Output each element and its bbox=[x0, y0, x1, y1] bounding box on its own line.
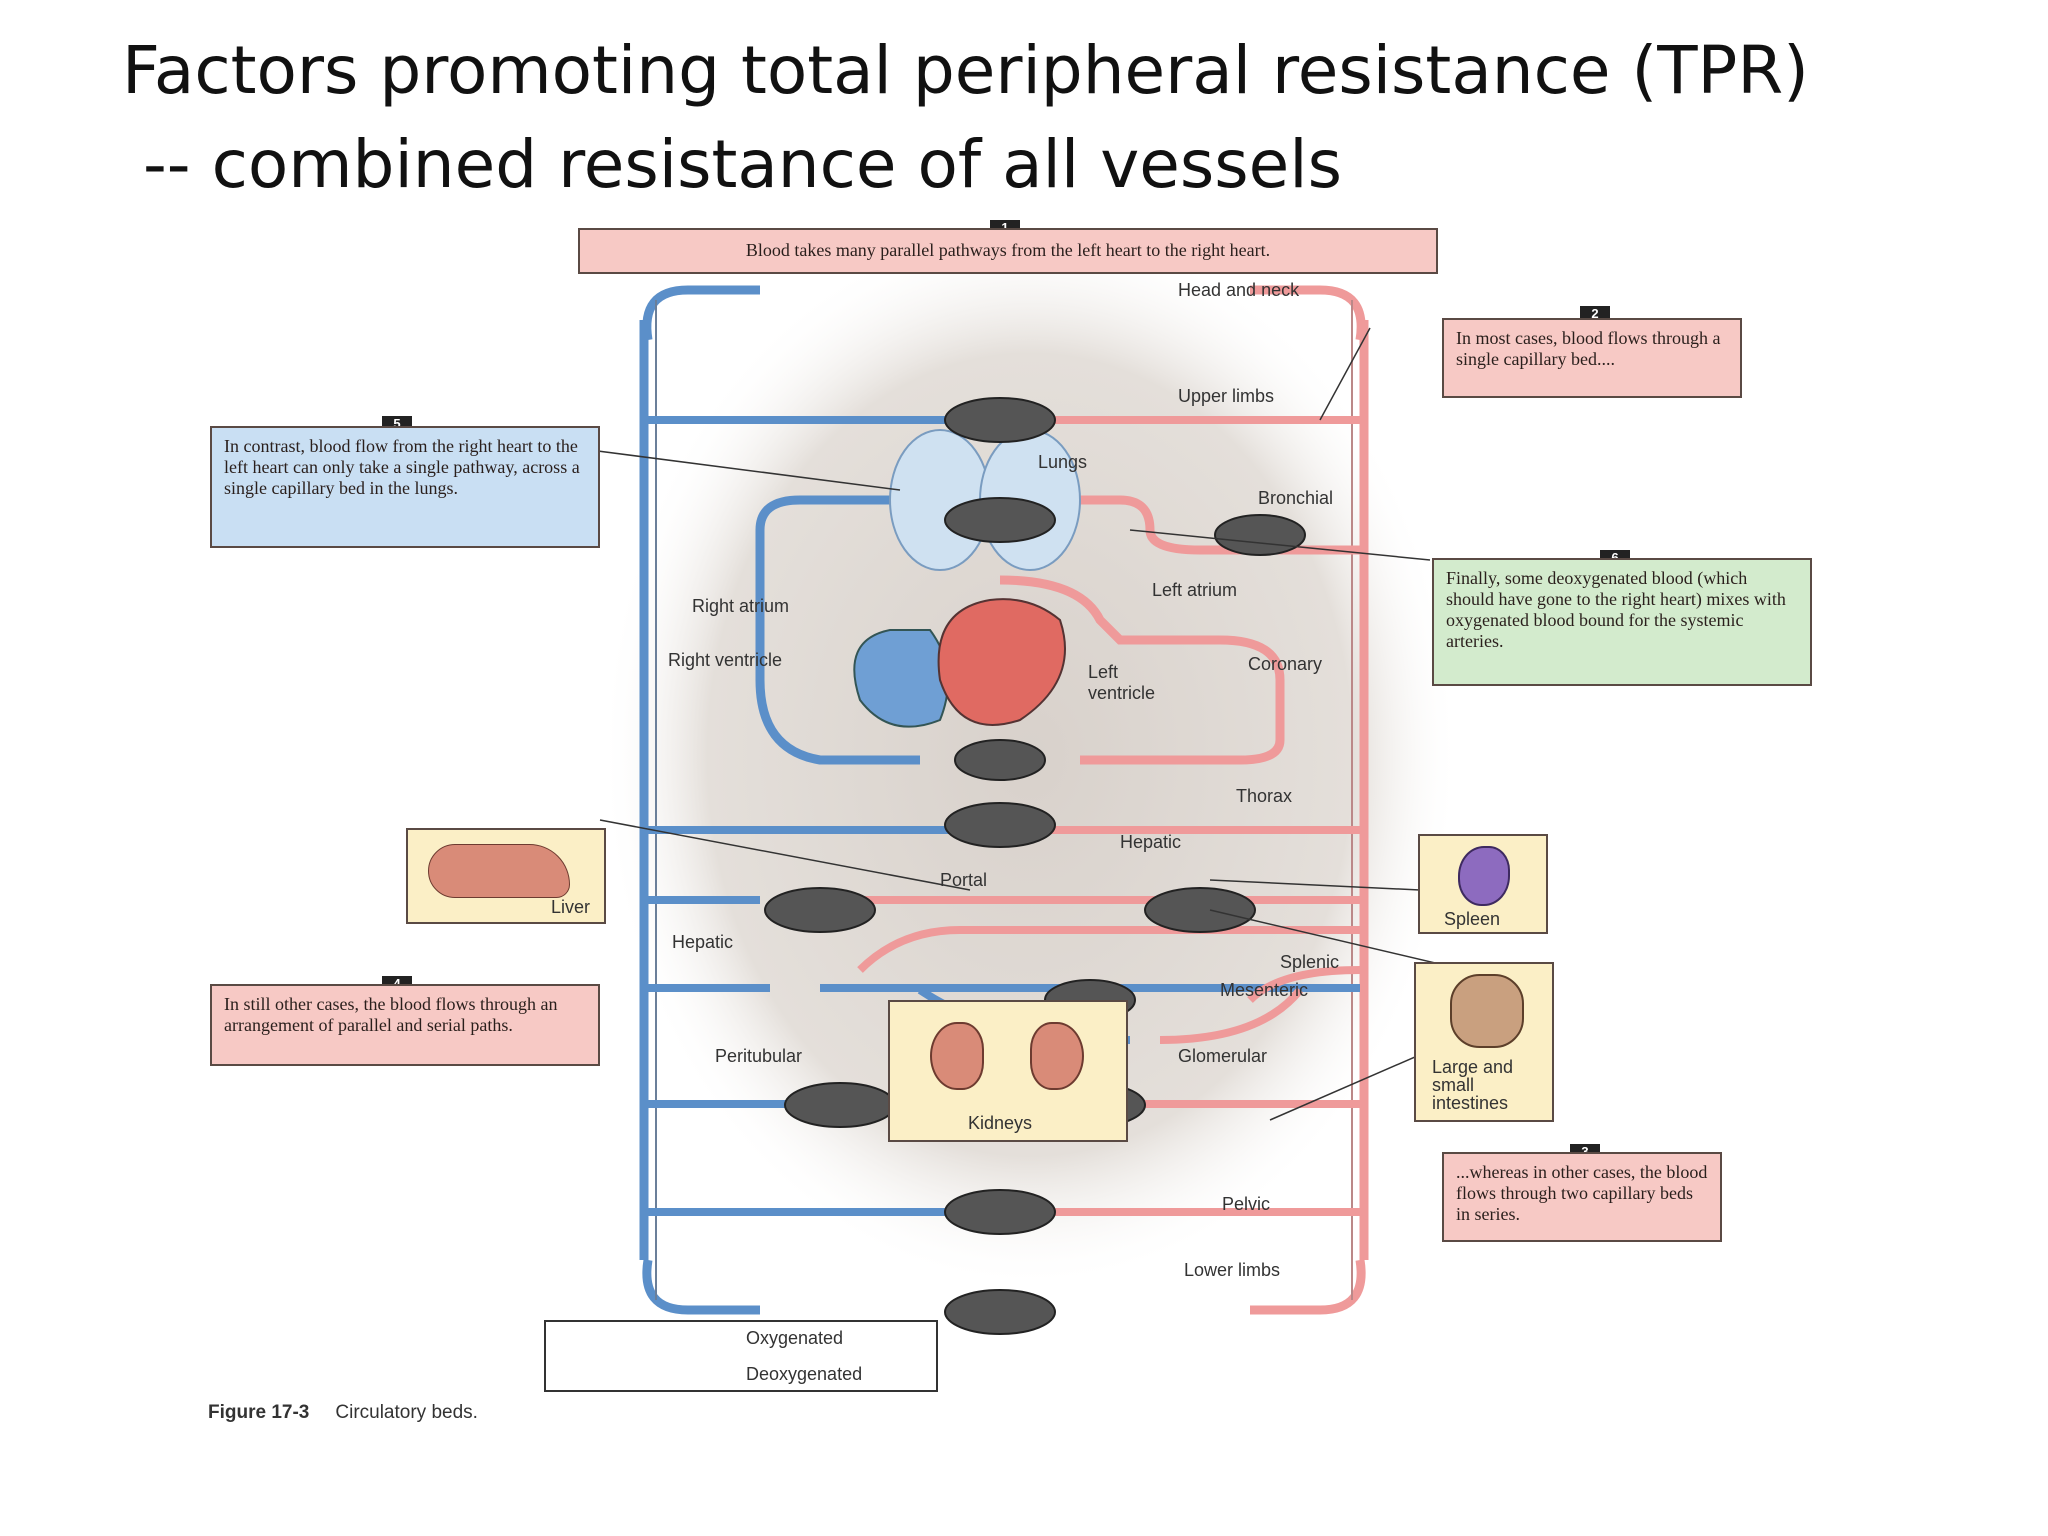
legend-oxygenated: Oxygenated bbox=[746, 1328, 844, 1348]
label-head-neck: Head and neck bbox=[1178, 280, 1300, 300]
right-kidney-icon bbox=[1030, 1022, 1084, 1090]
callout-6: Finally, some deoxygenated blood (which … bbox=[1432, 558, 1812, 686]
title-line-2: -- combined resistance of all vessels bbox=[122, 126, 1342, 203]
label-thorax: Thorax bbox=[1236, 786, 1293, 806]
label-right-atrium: Right atrium bbox=[692, 596, 790, 616]
label-spleen: Spleen bbox=[1444, 909, 1501, 929]
figure-caption-text: Circulatory beds. bbox=[335, 1402, 478, 1423]
label-bronchial: Bronchial bbox=[1258, 488, 1334, 508]
liver-panel: Liver bbox=[406, 828, 606, 924]
heart-lungs bbox=[755, 429, 1360, 765]
label-kidneys: Kidneys bbox=[968, 1113, 1033, 1133]
left-kidney-icon bbox=[930, 1022, 984, 1090]
label-left-atrium: Left atrium bbox=[1152, 580, 1238, 600]
label-glomerular: Glomerular bbox=[1178, 1046, 1268, 1066]
spleen-panel: Spleen bbox=[1418, 834, 1548, 934]
callout-2: In most cases, blood flows through a sin… bbox=[1442, 318, 1742, 398]
circulation-diagram bbox=[580, 220, 1551, 1378]
figure-caption: Figure 17-3 Circulatory beds. bbox=[208, 1402, 478, 1424]
circulatory-beds-figure: 1 Blood takes many parallel pathways fro… bbox=[200, 200, 1860, 1440]
label-portal: Portal bbox=[940, 870, 988, 890]
label-pelvic: Pelvic bbox=[1222, 1194, 1271, 1214]
kidneys-panel: Kidneys bbox=[888, 1000, 1128, 1142]
spleen-icon bbox=[1458, 846, 1510, 906]
liver-icon bbox=[428, 844, 570, 898]
label-peritubular: Peritubular bbox=[715, 1046, 803, 1066]
callout-4: In still other cases, the blood flows th… bbox=[210, 984, 600, 1066]
legend-deoxygenated: Deoxygenated bbox=[746, 1364, 863, 1384]
intestines-icon bbox=[1450, 974, 1524, 1048]
label-coronary: Coronary bbox=[1248, 654, 1323, 674]
intestines-panel: Large and small intestines bbox=[1414, 962, 1554, 1122]
label-left-ventricle: Left ventricle bbox=[1088, 662, 1156, 703]
figure-number: Figure 17-3 bbox=[208, 1402, 310, 1423]
label-hepatic-vein: Hepatic bbox=[672, 932, 734, 952]
label-mesenteric: Mesenteric bbox=[1220, 980, 1309, 1000]
callout-5: In contrast, blood flow from the right h… bbox=[210, 426, 600, 548]
label-hepatic-artery: Hepatic bbox=[1120, 832, 1182, 852]
slide-title: Factors promoting total peripheral resis… bbox=[122, 24, 1809, 212]
label-liver: Liver bbox=[550, 897, 590, 917]
title-line-1: Factors promoting total peripheral resis… bbox=[122, 32, 1809, 109]
callout-1: Blood takes many parallel pathways from … bbox=[578, 228, 1438, 274]
callout-3: ...whereas in other cases, the blood flo… bbox=[1442, 1152, 1722, 1242]
label-intestines: Large and small intestines bbox=[1432, 1057, 1514, 1113]
label-right-ventricle: Right ventricle bbox=[668, 650, 783, 670]
label-lungs: Lungs bbox=[1038, 452, 1088, 472]
legend: Oxygenated Deoxygenated bbox=[544, 1320, 938, 1392]
label-upper-limbs: Upper limbs bbox=[1178, 386, 1275, 406]
label-splenic: Splenic bbox=[1280, 952, 1340, 972]
label-lower-limbs: Lower limbs bbox=[1184, 1260, 1281, 1280]
